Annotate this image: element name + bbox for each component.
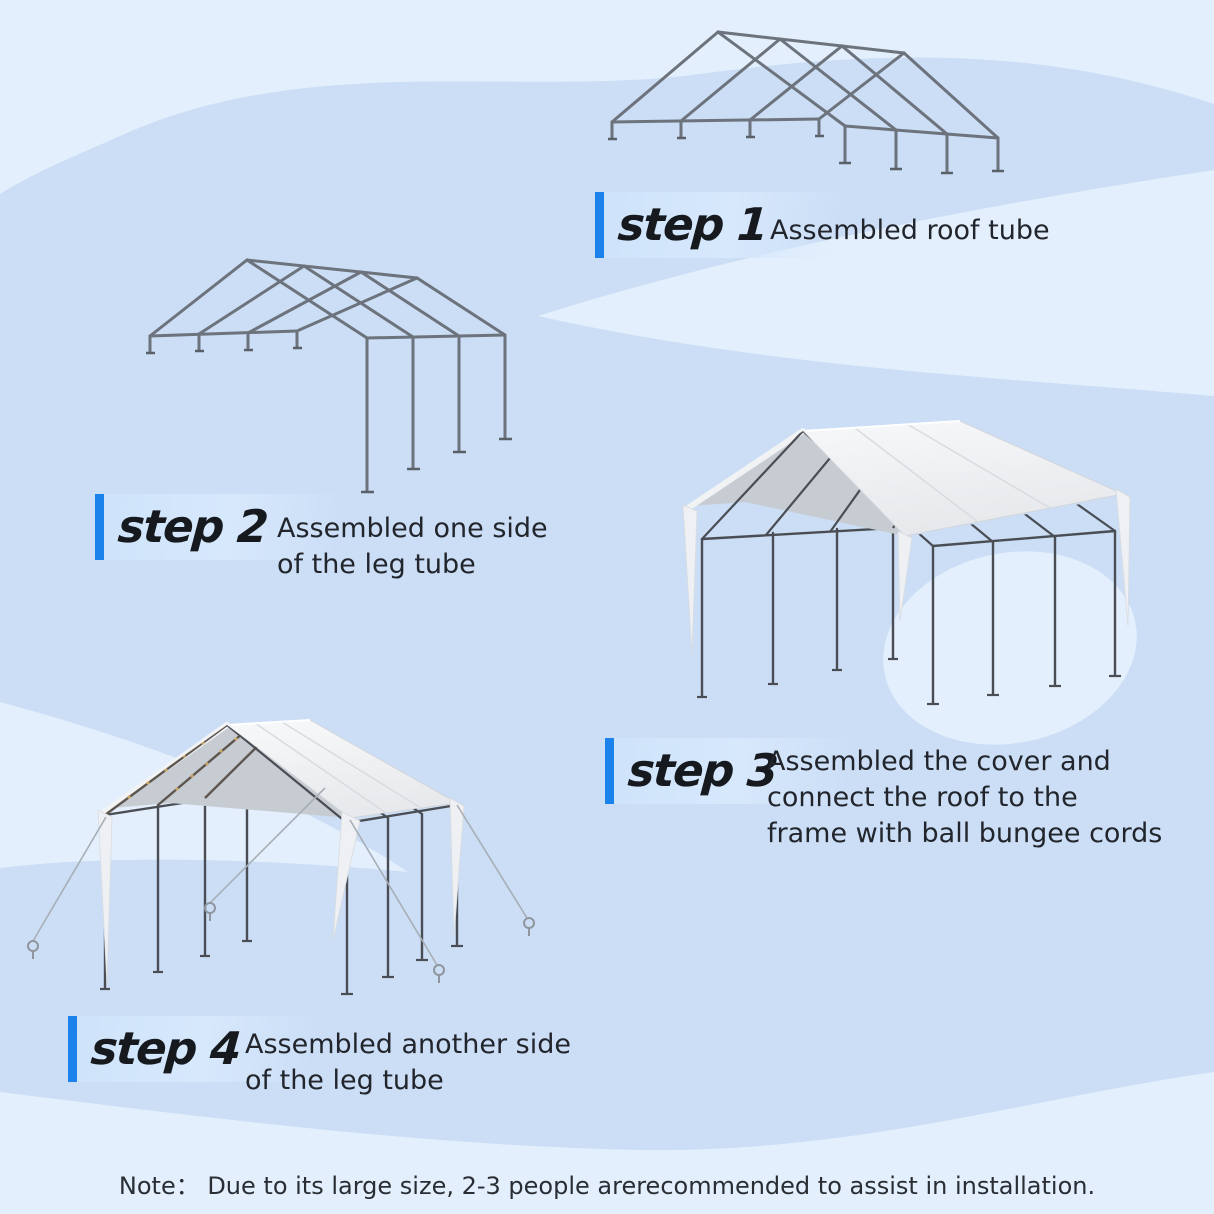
step-2-label: step 2	[116, 500, 269, 553]
step-3-description: Assembled the cover and connect the roof…	[767, 746, 1163, 849]
accent-bar	[595, 192, 604, 258]
step-1-label: step 1	[616, 198, 769, 251]
step-3-label: step 3	[626, 744, 779, 797]
accent-bar	[605, 738, 614, 804]
step-4-illustration	[27, 719, 535, 996]
step-2-badge: step 2	[95, 494, 340, 560]
step-1-description: Assembled roof tube	[770, 215, 1050, 246]
installation-note: Note： Due to its large size, 2-3 people …	[118, 1172, 1096, 1200]
step-3-illustration	[682, 420, 1131, 706]
step-4-badge: step 4	[68, 1016, 313, 1082]
step-2-illustration	[146, 258, 512, 494]
step-3-badge: step 3	[605, 738, 850, 804]
step-1-illustration	[608, 30, 1004, 175]
step-1-badge: step 1	[595, 192, 840, 258]
step-4-description: Assembled another side of the leg tube	[245, 1029, 571, 1096]
accent-bar	[68, 1016, 77, 1082]
step-4-label: step 4	[89, 1022, 242, 1075]
accent-bar	[95, 494, 104, 560]
step-2-description: Assembled one side of the leg tube	[277, 513, 548, 580]
